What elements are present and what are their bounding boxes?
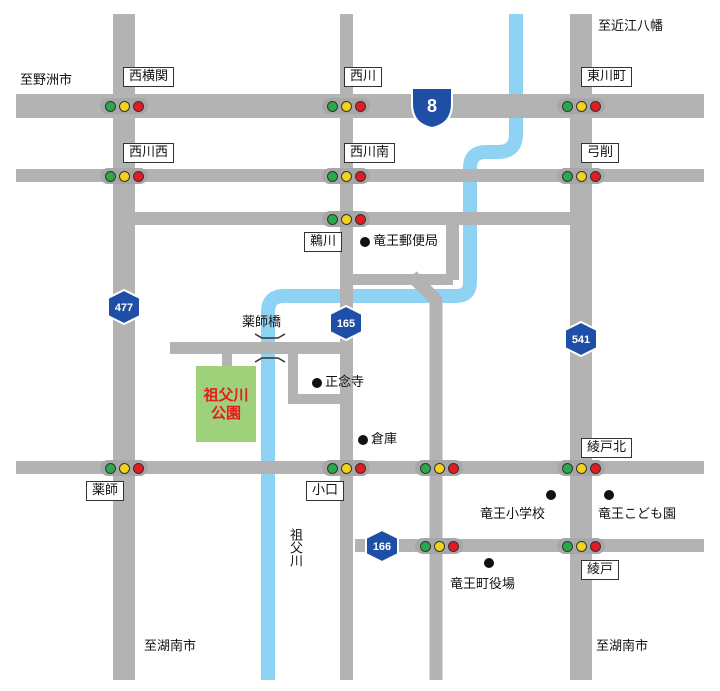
intersection-koguchi: 小口 (306, 481, 345, 501)
shield-route-541: 541 (564, 320, 598, 358)
signal-ayadokita (557, 460, 605, 476)
intersection-nishiyokozeki: 西横関 (123, 67, 175, 87)
signal-nishikawaminami (322, 168, 370, 184)
label-yakushibashi: 薬師橋 (242, 315, 282, 330)
sofugawa-park: 祖父川 公園 (196, 366, 256, 442)
signal-nishikawanishi (100, 168, 148, 184)
intersection-ayado: 綾戸 (581, 560, 620, 580)
svg-text:8: 8 (427, 96, 437, 116)
poi-kodomoen-dot (604, 490, 614, 500)
direction-yasu: 至野洲市 (20, 73, 73, 88)
svg-text:541: 541 (572, 334, 590, 346)
river-label-text: 祖父川 (286, 528, 302, 567)
signal-koguchi (322, 460, 370, 476)
road-shonenji-stub (288, 354, 298, 404)
shield-route-477: 477 (107, 288, 141, 326)
poi-elementary: 竜王小学校 (480, 507, 546, 522)
direction-konan-right: 至湖南市 (596, 639, 649, 654)
road-post-office-lane (446, 225, 459, 280)
poi-town-hall: 竜王町役場 (450, 577, 516, 592)
road-diagonal-branch (407, 271, 443, 680)
poi-warehouse: 倉庫 (358, 433, 397, 446)
river-label: 祖父川 (286, 528, 302, 572)
road-shonenji-loop (288, 394, 343, 404)
signal-ayado (557, 538, 605, 554)
intersection-nishikawanishi: 西川西 (123, 143, 175, 163)
poi-town-hall-dot (484, 558, 494, 568)
signal-nishikawa (322, 98, 370, 114)
park-name-line1: 祖父川 (203, 386, 249, 404)
road-yakushibashi (170, 342, 342, 354)
road-route-166 (355, 539, 704, 552)
intersection-ayadokita: 綾戸北 (581, 438, 633, 458)
signal-route-166 (415, 538, 463, 554)
direction-konan-left: 至湖南市 (144, 639, 197, 654)
svg-text:166: 166 (373, 541, 391, 553)
poi-marker (360, 236, 370, 247)
poi-post-office: 竜王郵便局 (360, 235, 438, 248)
signal-koguchi-east (415, 460, 463, 476)
intersection-yakushi: 薬師 (86, 481, 125, 501)
signal-ukawa (322, 211, 370, 227)
intersection-nishikawaminami: 西川南 (344, 143, 396, 163)
shield-route-165: 165 (329, 304, 363, 342)
intersection-nishikawa: 西川 (344, 67, 383, 87)
poi-marker (312, 377, 322, 388)
direction-ohmihachiman: 至近江八幡 (598, 19, 664, 34)
svg-text:477: 477 (115, 302, 133, 314)
shield-national-8: 8 (411, 87, 453, 130)
poi-marker (358, 434, 368, 445)
signal-nishiyokozeki (100, 98, 148, 114)
poi-kodomoen: 竜王こども園 (598, 507, 677, 522)
shield-route-166: 166 (365, 528, 399, 564)
road-yakushi-stub (222, 354, 232, 368)
road-post-office-cross (353, 274, 453, 285)
intersection-higashikawacho: 東川町 (581, 67, 633, 87)
intersection-ukawa: 鵜川 (304, 232, 343, 252)
park-name-line2: 公園 (210, 404, 241, 422)
poi-elementary-dot (546, 490, 556, 500)
svg-text:165: 165 (337, 318, 355, 330)
poi-shonenji: 正念寺 (312, 376, 364, 389)
intersection-yuge: 弓削 (581, 143, 620, 163)
signal-higashikawacho (557, 98, 605, 114)
signal-yakushi (100, 460, 148, 476)
yakushibashi-bridge-mark (254, 333, 286, 363)
signal-yuge (557, 168, 605, 184)
